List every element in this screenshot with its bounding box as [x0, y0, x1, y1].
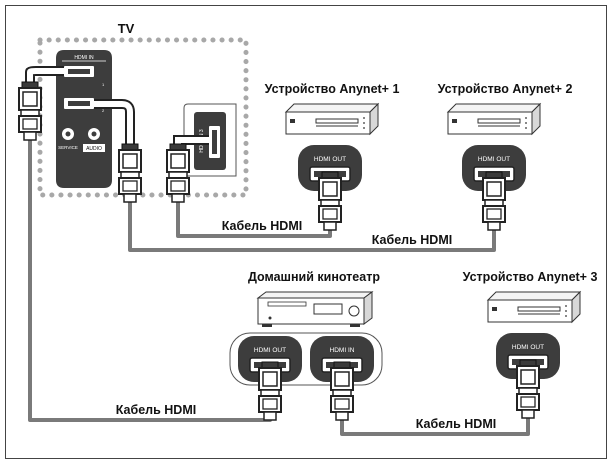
hdmi-plug-tv-left — [18, 81, 42, 141]
cable-label-3: Кабель HDMI — [116, 403, 196, 417]
hdmi-plug-home-theater-in — [330, 361, 354, 421]
cable-label-1: Кабель HDMI — [222, 219, 302, 233]
cable-label-4: Кабель HDMI — [416, 417, 496, 431]
device1-hdmi-out-label: HDMI OUT — [314, 156, 346, 163]
hdmi-plug-tv-right — [166, 143, 190, 203]
tv-hdmi-in-label: HDMI IN — [74, 55, 94, 61]
cable-tv-to-device1 — [176, 200, 332, 238]
svg-text:2: 2 — [102, 108, 105, 113]
hdmi-plug-home-theater-out — [258, 361, 282, 421]
device3-hdmi-out-label: HDMI OUT — [512, 344, 544, 351]
hdmi-plug-device3 — [516, 359, 540, 419]
device2-box — [447, 103, 541, 135]
cable-label-2: Кабель HDMI — [372, 233, 452, 247]
tv-audio-label: AUDIO — [86, 146, 102, 152]
home-theater-label: Домашний кинотеатр — [248, 270, 380, 284]
tv-service-label: SERVICE — [58, 145, 78, 150]
tv-cable-elbows — [25, 66, 209, 145]
device1-label: Устройство Anynet+ 1 — [265, 82, 400, 96]
outer-frame — [5, 5, 607, 459]
tv-label: TV — [118, 21, 135, 36]
device1-box — [285, 103, 379, 135]
home-theater-box — [256, 291, 374, 327]
hdmi-plug-tv-middle — [118, 143, 142, 203]
device2-label: Устройство Anynet+ 2 — [438, 82, 573, 96]
device3-label: Устройство Anynet+ 3 — [463, 270, 598, 284]
device2-hdmi-out-label: HDMI OUT — [478, 156, 510, 163]
home-theater-hdmi-out-label: HDMI OUT — [254, 347, 286, 354]
cable-tv-to-device2 — [128, 200, 496, 252]
svg-text:1: 1 — [102, 82, 105, 87]
home-theater-hdmi-in-label: HDMI IN — [330, 347, 355, 354]
tv-side-panel: HDMI IN 1 2 SERVICE AUDIO — [56, 50, 112, 188]
hdmi-plug-device2 — [482, 171, 506, 231]
device3-box — [487, 291, 581, 323]
hdmi-plug-device1 — [318, 171, 342, 231]
